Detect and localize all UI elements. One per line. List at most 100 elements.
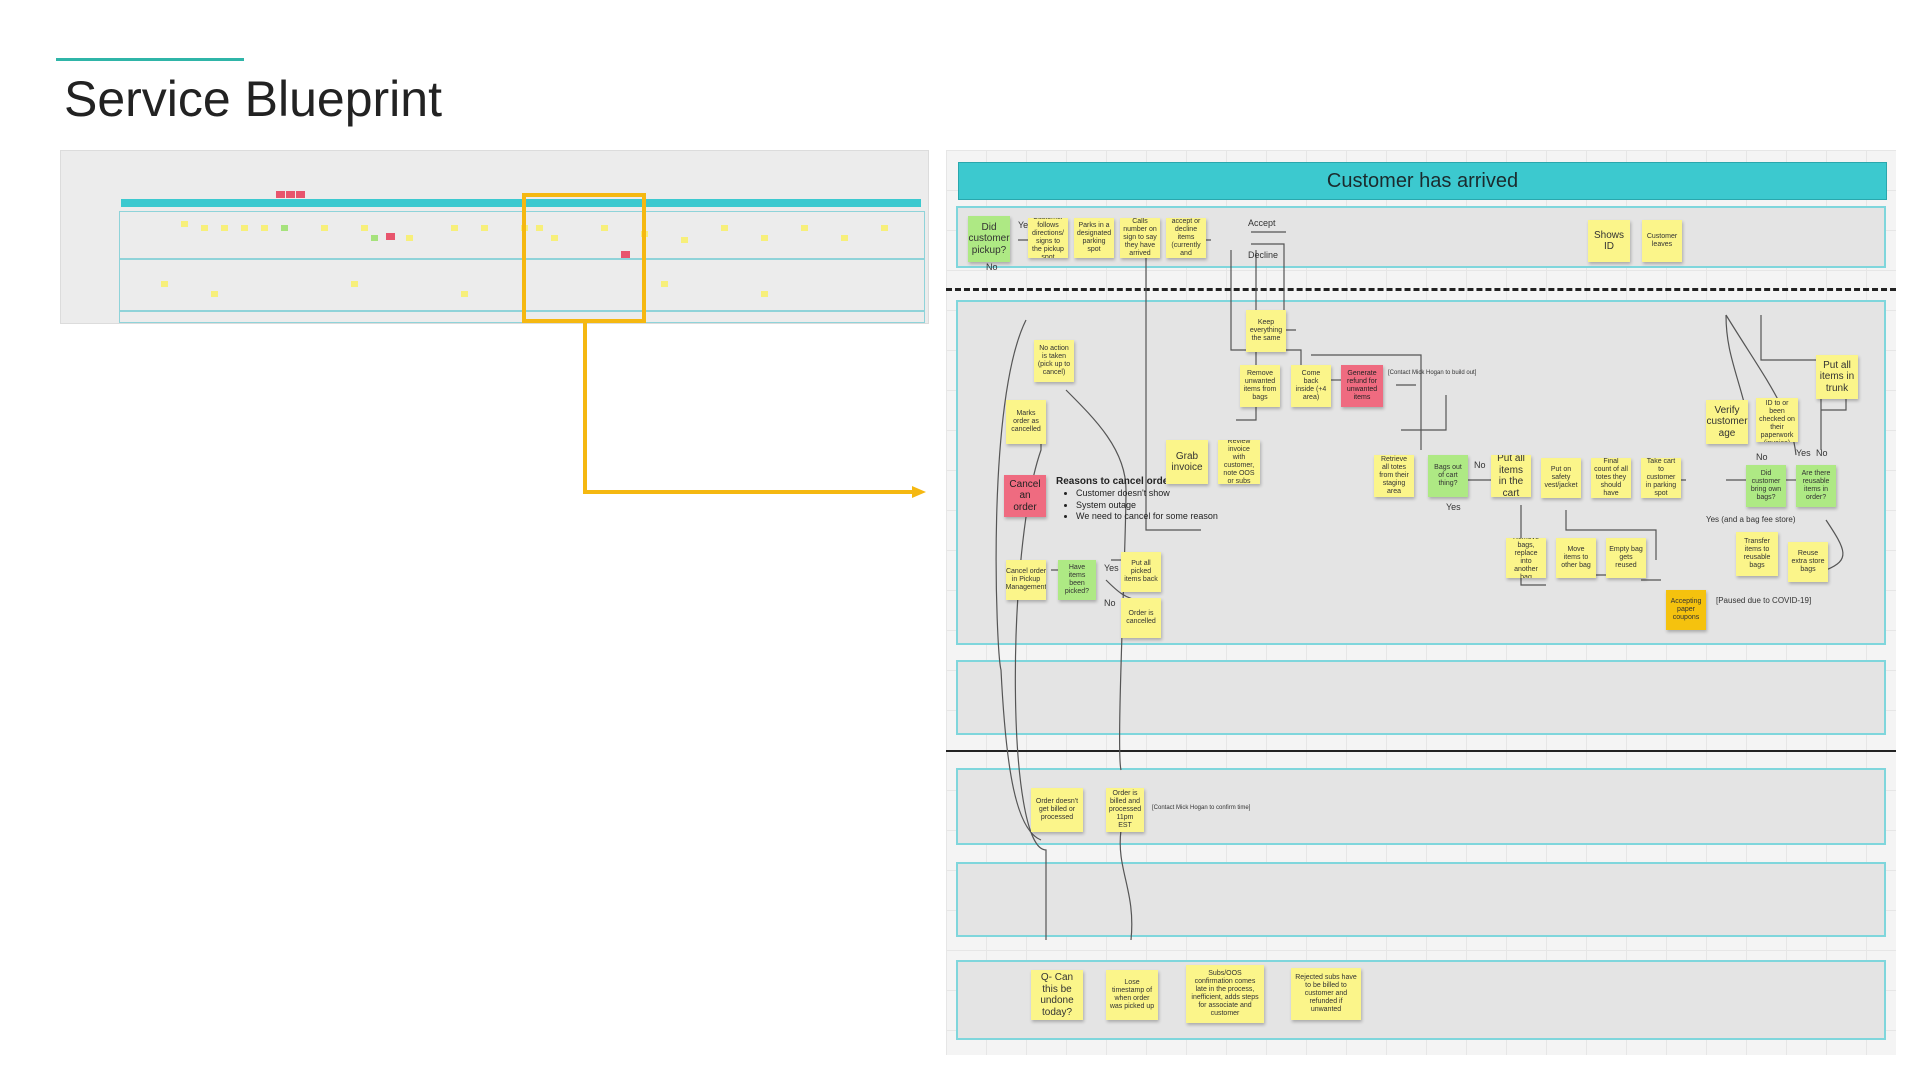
sticky-remove-bags: Remove bags, replace into another bag (1506, 538, 1546, 578)
sticky-bags-out: Bags out of cart thing? (1428, 455, 1468, 497)
sticky-subs-late: Subs/OOS confirmation comes late in the … (1186, 965, 1264, 1023)
page-title: Service Blueprint (64, 71, 442, 127)
label-yes: Yes (1104, 563, 1119, 573)
sticky-no-action: No action is taken (pick up to cancel) (1034, 340, 1074, 382)
overview-note (351, 281, 358, 287)
sticky-put-items-cart: Put all items in the cart (1491, 455, 1531, 497)
title-accent-line (56, 58, 244, 61)
sticky-marks-cancelled: Marks order as cancelled (1006, 400, 1046, 444)
sticky-were-id-checked: Were their ID to or been checked on thei… (1756, 398, 1798, 442)
overview-note (721, 225, 728, 231)
label-yes: Yes (1796, 448, 1811, 458)
sticky-generate-refund: Generate refund for unwanted items (1341, 365, 1383, 407)
sticky-put-back: Put all picked items back (1121, 552, 1161, 592)
label-no: No (1474, 460, 1486, 470)
label-yes: Yes (1018, 220, 1033, 230)
overview-red-note (386, 233, 395, 240)
overview-note (361, 225, 368, 231)
overview-red-note (276, 191, 285, 198)
overview-note (241, 225, 248, 231)
blueprint-overview (60, 150, 929, 324)
overview-phase-band (121, 199, 921, 207)
overview-note (406, 235, 413, 241)
overview-green-note (281, 225, 288, 231)
sticky-empty-bag: Empty bag gets reused (1606, 538, 1646, 578)
sticky-undone: Q- Can this be undone today? (1031, 970, 1083, 1020)
overview-note (451, 225, 458, 231)
blueprint-detail-canvas: Customer has arrived Did customer pickup (946, 150, 1896, 1055)
sticky-reuse-bags: Reuse extra store bags (1788, 542, 1828, 582)
sticky-order-cancelled: Order is cancelled (1121, 598, 1161, 638)
sticky-customer-leaves: Customer leaves (1642, 220, 1682, 262)
overview-note (661, 281, 668, 287)
label-yes-bag-fee: Yes (and a bag fee store) (1706, 515, 1796, 524)
reason-item: We need to cancel for some reason (1076, 511, 1218, 523)
sticky-parks: Parks in a designated parking spot (1074, 218, 1114, 258)
sticky-keep-same: Keep everything the same (1246, 310, 1286, 352)
label-no: No (1756, 452, 1768, 462)
sticky-verify-age: Verify customer age (1706, 400, 1748, 444)
sticky-review-invoice: Review invoice with customer, note OOS o… (1218, 440, 1260, 484)
overview-note (681, 237, 688, 243)
overview-red-note (296, 191, 305, 198)
sticky-final-count: Final count of all totes they should hav… (1591, 458, 1631, 498)
phase-banner: Customer has arrived (958, 162, 1887, 200)
reasons-heading: Reasons to cancel order (1056, 476, 1173, 487)
reason-item: Customer doesn't show (1076, 488, 1218, 500)
overview-note (761, 235, 768, 241)
overview-note (201, 225, 208, 231)
overview-note (801, 225, 808, 231)
sticky-items-picked: Have items been picked? (1058, 560, 1096, 600)
arrow-head-icon (912, 486, 926, 498)
overview-note (461, 291, 468, 297)
overview-note (761, 291, 768, 297)
sticky-follows-signs: Customer follows directions/ signs to th… (1028, 218, 1068, 258)
label-no: No (1104, 598, 1116, 608)
overview-note (221, 225, 228, 231)
line-of-interaction (946, 288, 1896, 291)
sticky-shows-id: Shows ID (1588, 220, 1630, 262)
label-paused: [Paused due to COVID-19] (1716, 596, 1812, 605)
overview-green-note (371, 235, 378, 241)
overview-note (161, 281, 168, 287)
sticky-transfer-reusable: Transfer items to reusable bags (1736, 532, 1778, 576)
sticky-remove-items: Remove unwanted items from bags (1240, 365, 1280, 407)
sticky-reusable-items: Are there reusable items in order? (1796, 465, 1836, 507)
sticky-put-trunk: Put all items in trunk (1816, 355, 1858, 399)
overview-note (601, 225, 608, 231)
overview-note (551, 235, 558, 241)
label-contact-confirm: [Contact Mick Hogan to confirm time] (1152, 805, 1251, 811)
connector-arrow-vertical (583, 323, 587, 493)
connector-arrow-horizontal (583, 490, 918, 494)
evidence-lane (956, 862, 1886, 937)
overview-note (481, 225, 488, 231)
line-of-visibility (946, 750, 1896, 752)
label-yes: Yes (1446, 502, 1461, 512)
backstage-lane (956, 660, 1886, 735)
label-decline: Decline (1248, 250, 1279, 260)
sticky-calls: Calls number on sign to say they have ar… (1120, 218, 1160, 258)
label-no: No (1816, 448, 1828, 458)
sticky-paper-coupons: Accepting paper coupons (1666, 590, 1706, 630)
sticky-not-billed: Order doesn't get billed or processed (1031, 788, 1083, 832)
reasons-to-cancel: Reasons to cancel order Customer doesn't… (1056, 475, 1218, 523)
sticky-rejected-subs: Rejected subs have to be billed to custo… (1291, 968, 1361, 1020)
overview-note (321, 225, 328, 231)
sticky-cancel-order: Cancel an order (1004, 475, 1046, 517)
label-accept: Accept (1248, 218, 1276, 228)
sticky-come-back: Come back inside (+4 area) (1291, 365, 1331, 407)
overview-focus-highlight (522, 193, 646, 323)
sticky-own-bags: Did customer bring own bags? (1746, 465, 1786, 507)
overview-note (536, 225, 543, 231)
sticky-cancel-pickup: Cancel order in Pickup Management (1006, 560, 1046, 600)
overview-red-note (286, 191, 295, 198)
sticky-take-cart: Take cart to customer in parking spot (1641, 458, 1681, 498)
sticky-did-pickup: Did customer pickup? (968, 216, 1010, 262)
label-contact-build: [Contact Mick Hogan to build out] (1388, 370, 1477, 376)
overview-note (841, 235, 848, 241)
sticky-retrieve-totes: Retrieve all totes from their staging ar… (1374, 455, 1414, 497)
overview-note (211, 291, 218, 297)
sticky-move-items: Move items to other bag (1556, 538, 1596, 578)
sticky-lose-timestamp: Lose timestamp of when order was picked … (1106, 970, 1158, 1020)
reason-item: System outage (1076, 500, 1218, 512)
